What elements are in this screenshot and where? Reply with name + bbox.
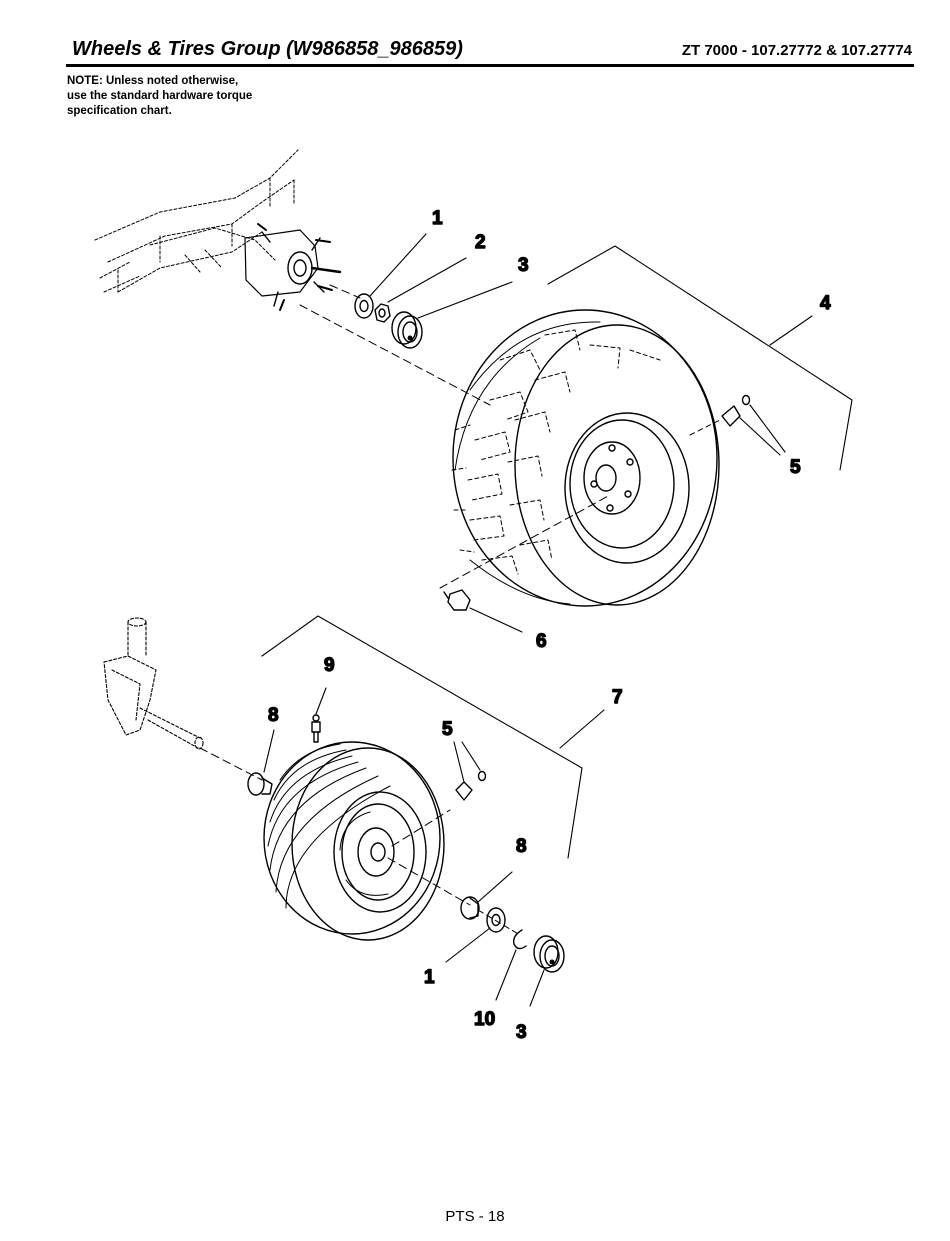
rear-tire: [453, 310, 719, 606]
front-bearing-inner: [248, 773, 272, 795]
front-cap: [534, 936, 564, 972]
callout-front-washer: 1: [424, 967, 435, 988]
rear-rim: [565, 413, 689, 563]
front-bearing-outer: [461, 897, 479, 919]
rear-axle-centerline: [300, 285, 490, 405]
front-axle-centerline-inner: [200, 748, 262, 780]
front-valve-stem: [456, 772, 486, 801]
front-rim: [334, 792, 426, 912]
front-tire-grooves: [268, 744, 390, 908]
callout-rear-washer: 1: [432, 208, 443, 229]
callout-rear-valve: 5: [790, 457, 801, 478]
callout-rear-lug-nut: 6: [536, 631, 547, 652]
front-tire: [264, 742, 444, 940]
callout-front-grease-fitting: 9: [324, 655, 335, 676]
callout-front-cap: 3: [516, 1022, 527, 1043]
front-caster-fork: [104, 618, 203, 749]
rear-cap: [392, 312, 422, 348]
callout-front-wheel-assembly: 7: [612, 687, 623, 708]
rear-hub: [245, 224, 340, 310]
front-axle-centerline-outer: [320, 746, 470, 905]
rear-valve-stem: [690, 396, 750, 436]
rear-tire-tread: [452, 330, 660, 574]
front-grease-fitting: [312, 715, 320, 742]
page-number: PTS - 18: [0, 1208, 950, 1225]
callout-rear-wheel-assembly: 4: [820, 293, 831, 314]
front-leader-lines: [262, 616, 604, 1006]
callout-front-bearing-outer: 8: [516, 836, 527, 857]
callout-rear-cap: 3: [518, 255, 529, 276]
rear-leader-lines: [370, 234, 852, 632]
callout-front-bearing-inner: 8: [268, 705, 279, 726]
rear-nut: [375, 304, 390, 322]
rear-washer: [355, 294, 373, 318]
callout-front-valve: 5: [442, 719, 453, 740]
rear-frame-outline: [95, 150, 298, 292]
callout-rear-nut: 2: [475, 232, 486, 253]
front-washer: [478, 908, 520, 935]
callout-front-clip: 10: [474, 1009, 495, 1030]
